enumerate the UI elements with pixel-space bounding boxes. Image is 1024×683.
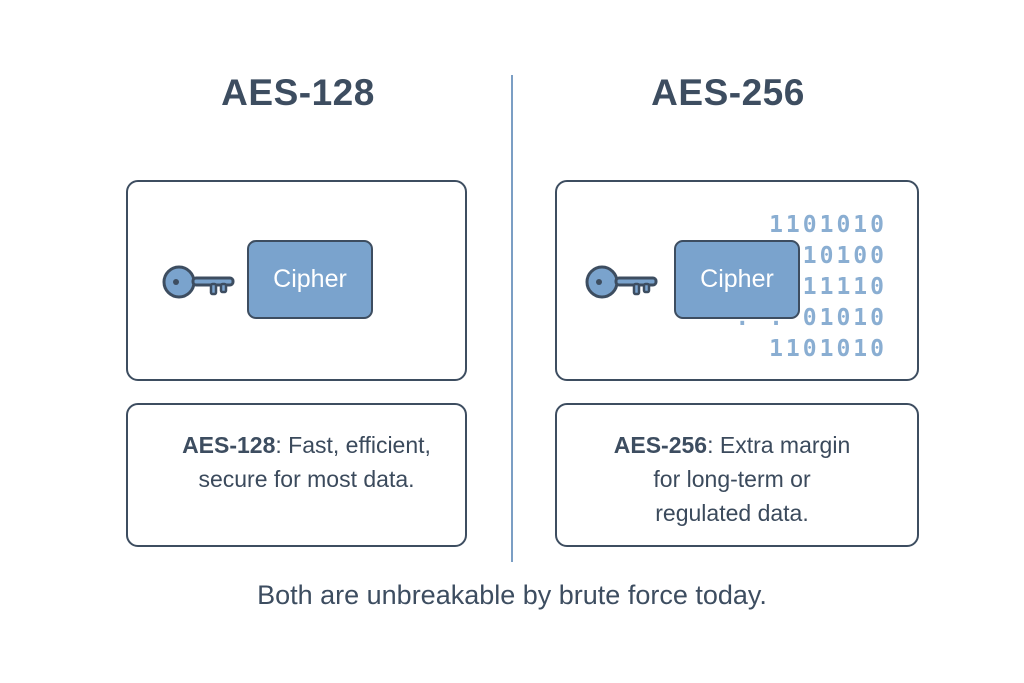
- aes256-desc-line3: regulated data.: [655, 500, 809, 526]
- aes128-desc-label: AES-128: [182, 432, 276, 458]
- aes256-title: AES-256: [651, 72, 805, 113]
- aes128-title: AES-128: [221, 72, 375, 113]
- binary-row: 10100: [802, 243, 887, 269]
- binary-row: 11110: [802, 274, 887, 300]
- aes256-description-panel: AES-256: Extra margin for long-term or r…: [555, 403, 919, 547]
- aes128-desc-line2: secure for most data.: [198, 466, 415, 492]
- aes256-desc-line2: for long-term or: [653, 466, 811, 492]
- binary-row: 1101010: [769, 212, 887, 238]
- aes256-cipher-panel: 1101010 10100 11110 . . 01010 1101010 Ci…: [555, 180, 919, 381]
- footer-caption: Both are unbreakable by brute force toda…: [257, 580, 767, 610]
- aes256-desc-line1: : Extra margin: [707, 432, 851, 458]
- key-icon: [162, 265, 235, 299]
- aes128-description: AES-128: Fast, efficient, secure for mos…: [128, 428, 465, 496]
- aes128-description-panel: AES-128: Fast, efficient, secure for mos…: [126, 403, 467, 547]
- center-divider: [511, 75, 513, 562]
- cipher-block: Cipher: [674, 240, 800, 319]
- aes256-description: AES-256: Extra margin for long-term or r…: [557, 428, 917, 530]
- key-icon: [585, 265, 658, 299]
- aes256-desc-label: AES-256: [613, 432, 708, 458]
- cipher-block: Cipher: [247, 240, 373, 319]
- aes128-cipher-panel: Cipher: [126, 180, 467, 381]
- aes128-desc-line1: : Fast, efficient,: [275, 432, 431, 458]
- binary-row: 1101010: [769, 336, 887, 362]
